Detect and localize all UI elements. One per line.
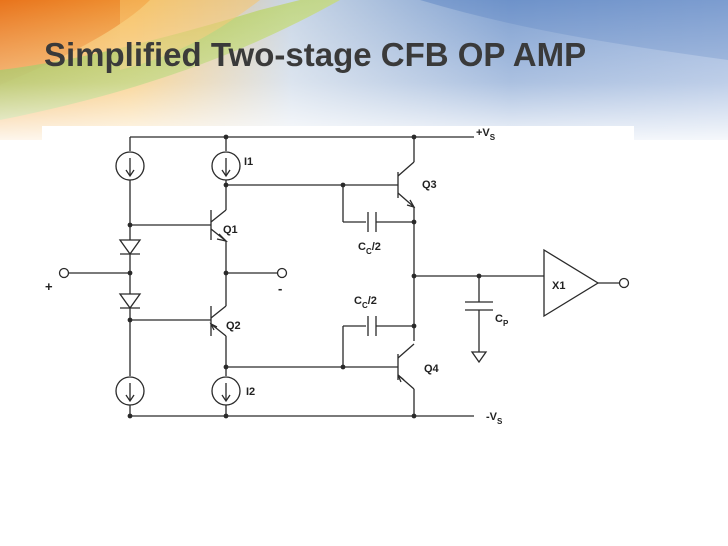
x1-buffer	[543, 248, 600, 318]
supply-neg-label: -VS	[486, 411, 503, 426]
slide-title: Simplified Two-stage CFB OP AMP	[44, 36, 587, 73]
cp-label: CP	[495, 313, 509, 328]
supply-pos-label: +VS	[476, 127, 496, 142]
q2-label: Q2	[226, 320, 241, 332]
q3-label: Q3	[422, 179, 437, 191]
input-plus-terminal	[58, 267, 70, 279]
ground-symbol	[470, 351, 488, 364]
i2-label: I2	[246, 386, 255, 398]
q4-label: Q4	[424, 363, 440, 375]
output-terminal	[618, 277, 630, 289]
input-plus-label: +	[45, 279, 53, 294]
diode-upper	[118, 239, 142, 256]
cfb-op-amp-schematic: +VS -VS + - I1 I2 Q1 Q2 Q3 Q4 X1 CC/2 CC…	[45, 127, 630, 426]
cc-top-label: CC/2	[358, 241, 381, 256]
figure-panel	[42, 126, 634, 430]
diode-lower	[118, 293, 142, 310]
cc-bottom-label: CC/2	[354, 295, 377, 310]
q1-label: Q1	[223, 224, 238, 236]
i1-label: I1	[244, 156, 253, 168]
input-minus-terminal	[276, 267, 288, 279]
input-minus-label: -	[278, 281, 282, 296]
x1-label: X1	[552, 280, 565, 292]
